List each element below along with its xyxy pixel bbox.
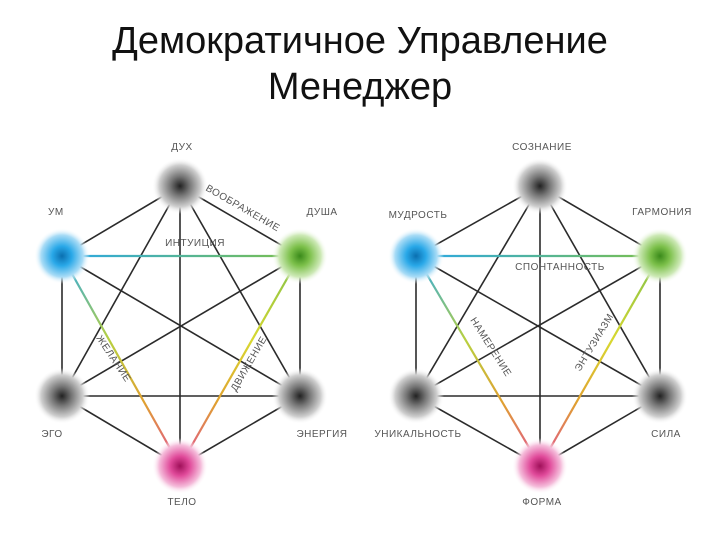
- swirl-node-green: [272, 228, 328, 284]
- edge-label-imagination-text: ВООБРАЖЕНИЕ: [204, 183, 282, 234]
- swirl-node-blue: [388, 228, 444, 284]
- node-label-top: СОЗНАНИЕ: [512, 142, 572, 153]
- title-line-1: Демократичное Управление: [112, 20, 608, 62]
- node-label-lower-right: СИЛА: [651, 429, 681, 440]
- node-label-bottom: ФОРМА: [522, 497, 561, 508]
- edge: [415, 255, 661, 397]
- edge: [61, 255, 301, 397]
- node-label-upper-left: УМ: [48, 207, 64, 218]
- node-label-top: ДУХ: [171, 142, 192, 153]
- node-label-lower-left: ЭГО: [41, 429, 62, 440]
- edge-label-intention: НАМЕРЕНИЕ: [467, 316, 513, 379]
- edge-green-pink: [179, 255, 301, 467]
- swirl-node-gray: [388, 368, 444, 424]
- swirl-node-green: [632, 228, 688, 284]
- right-colored-edges: [415, 254, 661, 467]
- node-label-upper-right: ДУША: [306, 207, 337, 218]
- swirl-node-pink: [512, 438, 568, 494]
- slide-title: Демократичное Управление Менеджер: [0, 18, 720, 110]
- edge-label-intention-text: НАМЕРЕНИЕ: [467, 316, 512, 379]
- left-nodes: [34, 158, 328, 494]
- edge-label-desire-text: ЖЕЛАНИЕ: [94, 334, 132, 385]
- swirl-node-gray: [272, 368, 328, 424]
- title-line-2: Менеджер: [267, 66, 453, 108]
- right-edges: [415, 185, 661, 467]
- node-label-upper-right: ГАРМОНИЯ: [632, 207, 692, 218]
- right-nodes: [388, 158, 688, 494]
- node-label-bottom: ТЕЛО: [167, 497, 196, 508]
- node-label-lower-right: ЭНЕРГИЯ: [296, 429, 347, 440]
- edge-blue-pink: [415, 255, 541, 467]
- swirl-node-gray: [512, 158, 568, 214]
- edge-green-pink: [539, 255, 661, 467]
- left-edges: [61, 185, 301, 467]
- edge-blue-pink: [61, 255, 181, 467]
- swirl-node-gray: [632, 368, 688, 424]
- edge-label-spontaneity: СПОНТАННОСТЬ: [515, 262, 605, 273]
- edge-label-desire: ЖЕЛАНИЕ: [94, 334, 133, 385]
- left-diagram: ДУХ УМ ДУША ЭГО ЭНЕРГИЯ ТЕЛО ВООБРАЖЕНИЕ…: [34, 142, 347, 508]
- swirl-node-pink: [152, 438, 208, 494]
- edge-label-intuition: ИНТУИЦИЯ: [165, 238, 225, 249]
- left-colored-edges: [61, 254, 301, 467]
- swirl-node-gray: [34, 368, 90, 424]
- node-label-lower-left: УНИКАЛЬНОСТЬ: [374, 429, 461, 440]
- swirl-node-gray: [152, 158, 208, 214]
- edge-label-imagination: ВООБРАЖЕНИЕ: [204, 183, 282, 234]
- swirl-node-blue: [34, 228, 90, 284]
- node-label-upper-left: МУДРОСТЬ: [389, 210, 448, 221]
- right-diagram: СОЗНАНИЕ МУДРОСТЬ ГАРМОНИЯ УНИКАЛЬНОСТЬ …: [374, 142, 691, 508]
